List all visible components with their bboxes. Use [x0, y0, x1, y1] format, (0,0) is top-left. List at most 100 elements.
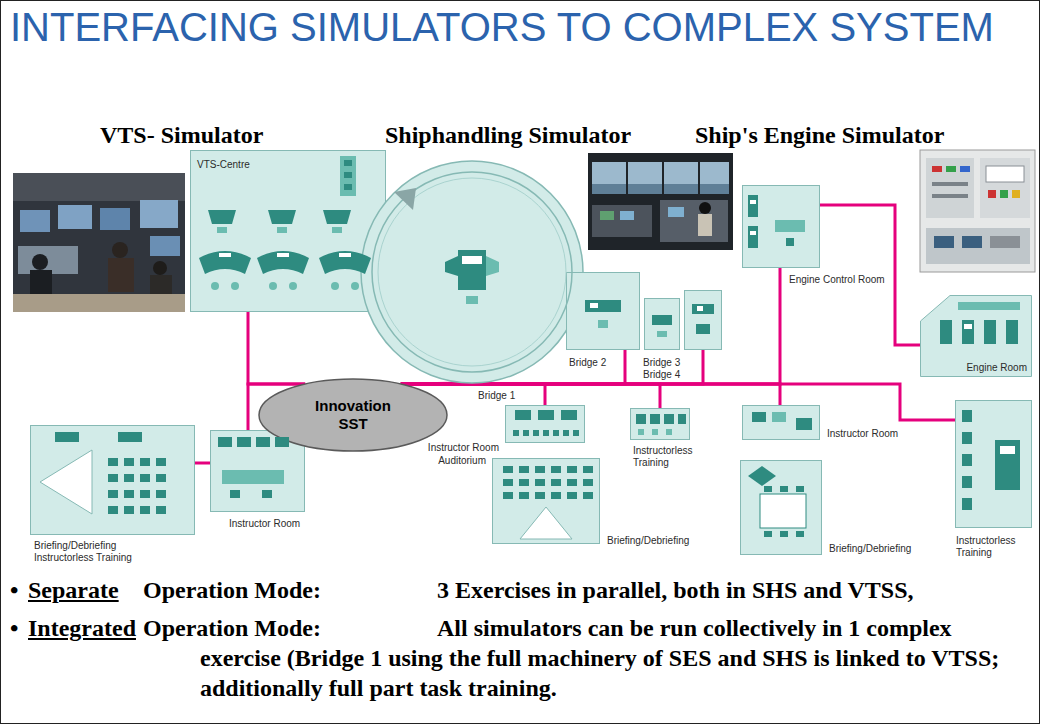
mode-text: 3 Exercises in parallel, both in SHS and…: [437, 575, 914, 605]
shiphandling-photo: [660, 200, 728, 242]
vts-consoles: [217, 227, 227, 233]
classroom-furniture: [650, 414, 660, 424]
classroom-furniture: [551, 466, 561, 473]
classroom-furniture: [535, 479, 545, 486]
vts-photo: [30, 270, 52, 298]
bridge-consoles: [372, 172, 572, 372]
classroom-furniture: [760, 494, 806, 528]
classroom-furniture: [156, 506, 166, 514]
vts-consoles: [344, 160, 352, 166]
room-label: Engine Control Room: [789, 274, 885, 286]
bridge-consoles: [652, 315, 672, 325]
vts-consoles: [351, 282, 359, 290]
engine-room-equipment: [750, 231, 756, 235]
classroom-furniture: [563, 430, 569, 436]
classroom-furniture: [764, 486, 772, 492]
room-shape: [259, 379, 447, 451]
classroom-furniture: [140, 506, 150, 514]
vts-photo: [13, 294, 185, 312]
room-label: Bridge 4: [643, 369, 680, 381]
engine-photo: [932, 166, 942, 172]
mode-label: Operation Mode:: [143, 613, 321, 643]
shiphandling-photo: [698, 162, 700, 194]
room-label: VTS-Centre: [197, 159, 250, 171]
classroom-furniture: [156, 490, 166, 498]
engine-room-equipment: [750, 200, 756, 204]
classroom-furniture: [583, 479, 593, 486]
shiphandling-photo: [600, 211, 614, 220]
engine-photo: [920, 150, 1035, 272]
classroom-furniture: [652, 429, 658, 435]
bridge-consoles: [372, 172, 714, 372]
engine-photo: [1012, 190, 1020, 198]
vts-photo: [13, 173, 185, 312]
classroom-furniture: [108, 458, 118, 466]
classroom-furniture: [678, 414, 686, 424]
room-label: Instructor Room: [428, 442, 499, 454]
classroom-furniture: [962, 498, 972, 510]
shiphandling-photo: [592, 184, 729, 194]
engine-photo: [946, 166, 956, 172]
classroom-furniture: [108, 474, 118, 482]
bridge-consoles: [378, 178, 566, 366]
classroom-furniture: [533, 430, 539, 436]
bullet: •: [10, 575, 18, 605]
vts-consoles: [199, 156, 371, 290]
classroom-furniture: [55, 432, 79, 442]
shiphandling-photo: [620, 211, 634, 220]
vts-consoles: [231, 282, 239, 290]
room-shape: [921, 296, 1032, 377]
classroom-furniture: [108, 490, 118, 498]
mode-label: Operation Mode:: [143, 575, 321, 605]
bridge-consoles: [486, 256, 499, 276]
mode-text: All simulators can be run collectively i…: [200, 613, 1015, 703]
vts-photo: [140, 200, 178, 228]
vts-photo: [18, 246, 78, 274]
classroom-furniture: [230, 490, 240, 498]
classroom-furniture: [124, 506, 134, 514]
engine-room-equipment: [984, 320, 996, 344]
shiphandling-photo: [668, 207, 684, 217]
engine-photo: [920, 150, 1035, 272]
section-heading: Ship's Engine Simulator: [695, 120, 944, 150]
vts-consoles: [269, 282, 277, 290]
vts-consoles: [208, 210, 236, 224]
classroom-furniture: [108, 506, 118, 514]
room-label: Briefing/Debriefing: [829, 543, 911, 555]
vts-photo: [108, 258, 134, 292]
classroom-furniture: [40, 450, 92, 514]
vts-consoles: [344, 184, 352, 190]
classroom-furniture: [140, 474, 150, 482]
diagram-title: INTERFACING SIMULATORS TO COMPLEX SYSTEM: [10, 4, 994, 50]
room-label: Bridge 3: [643, 357, 680, 369]
engine-room-equipment: [775, 220, 805, 232]
shiphandling-photo: [699, 202, 711, 214]
classroom-furniture: [513, 430, 519, 436]
classroom-furniture: [156, 474, 166, 482]
network-link: [248, 312, 305, 384]
vts-photo: [13, 173, 185, 312]
classroom-furniture: [515, 410, 531, 420]
engine-photo: [988, 190, 996, 198]
shiphandling-photo: [592, 205, 652, 237]
room-label: Instructor Room: [229, 518, 300, 530]
classroom-furniture: [780, 486, 788, 492]
classroom-furniture: [262, 490, 272, 498]
classroom-furniture: [664, 414, 674, 424]
classroom-furniture: [796, 418, 812, 430]
engine-room-equipment: [1006, 320, 1018, 344]
classroom-furniture: [543, 430, 549, 436]
vts-consoles: [340, 156, 356, 196]
vts-photo: [32, 254, 48, 270]
classroom-furniture: [962, 432, 972, 444]
classroom-furniture: [140, 458, 150, 466]
network-link: [195, 462, 210, 465]
classroom-furniture: [583, 492, 593, 499]
classroom-furniture: [553, 430, 559, 436]
vts-consoles: [277, 253, 289, 257]
vts-consoles: [332, 227, 342, 233]
classroom-furniture: [519, 479, 529, 486]
shiphandling-photo: [626, 162, 628, 194]
mode-name: Integrated: [28, 613, 136, 643]
